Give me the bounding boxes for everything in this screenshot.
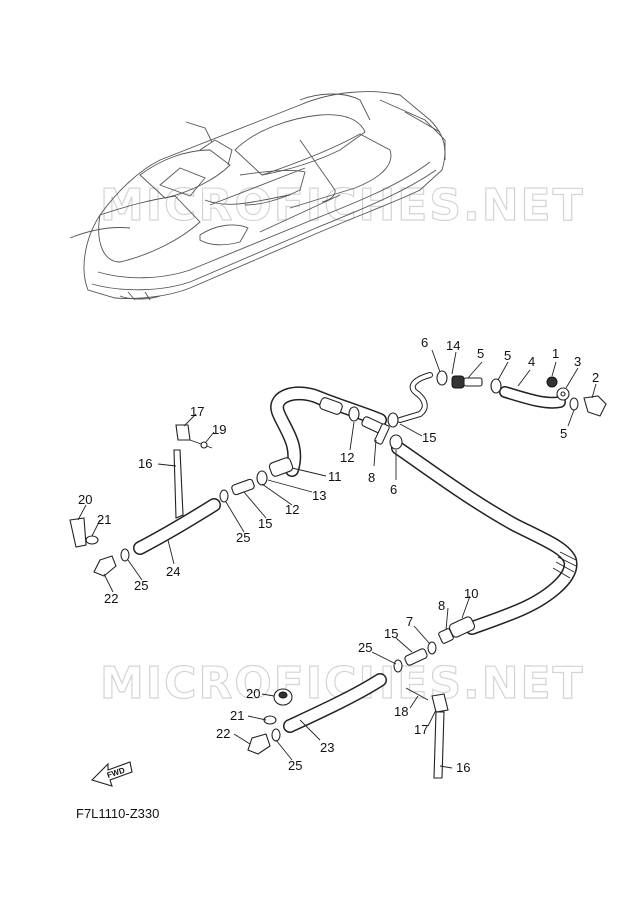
callout-4: 4 xyxy=(528,354,535,369)
callout-23: 23 xyxy=(320,740,334,755)
valve-6-body xyxy=(451,375,465,389)
clamp-13 xyxy=(256,470,268,486)
callout-5-right: 5 xyxy=(560,426,567,441)
elbow-22-lower xyxy=(247,733,271,755)
watermark-top: MICROFICHES.NET xyxy=(100,180,585,231)
cable-tie-16-upper xyxy=(173,449,184,519)
callout-25-left: 25 xyxy=(134,578,148,593)
fitting-2 xyxy=(583,395,607,417)
clamp-25-upper xyxy=(219,489,229,503)
clamp-25-bottom xyxy=(271,728,281,742)
callout-14-top: 14 xyxy=(446,338,460,353)
callout-13: 13 xyxy=(312,488,326,503)
clamp-25-left xyxy=(120,548,130,562)
callout-25-top: 25 xyxy=(236,530,250,545)
joint-15 xyxy=(231,478,255,496)
callout-10: 8 xyxy=(438,598,445,613)
callout-25-bottom: 25 xyxy=(288,758,302,773)
connector-10 xyxy=(438,628,454,644)
callout-11-top: 11 xyxy=(328,469,342,484)
hose-clamp-12 xyxy=(348,406,360,422)
callout-15-lower: 15 xyxy=(384,626,398,641)
valve-6-stem xyxy=(463,377,483,387)
cap-20-lower-top xyxy=(278,691,288,699)
watercraft-illustration xyxy=(69,91,446,301)
clamp-5 xyxy=(490,378,502,394)
clip-21 xyxy=(85,535,99,545)
cable-tie-16-lower xyxy=(433,711,445,779)
callout-17-lower: 17 xyxy=(414,722,428,737)
callout-9: 8 xyxy=(368,470,375,485)
callout-8-top: 6 xyxy=(390,482,397,497)
holder-17-lower xyxy=(431,693,449,713)
callout-3: 3 xyxy=(574,354,581,369)
callout-15-top: 15 xyxy=(258,516,272,531)
callout-17-top: 17 xyxy=(190,404,204,419)
callout-21-top: 21 xyxy=(97,512,111,527)
joint-9-stem xyxy=(374,423,390,445)
joint-15-lower xyxy=(404,648,428,666)
callout-22-top: 22 xyxy=(104,591,118,606)
callout-6: 5 xyxy=(477,346,484,361)
hose-end-11 xyxy=(268,457,294,477)
washer-3-hole xyxy=(560,391,566,397)
hose-end-fitting xyxy=(319,397,343,415)
callout-16-top: 16 xyxy=(138,456,152,471)
callout-12-mid: 12 xyxy=(285,502,299,517)
hose-clamp-8 xyxy=(389,434,403,450)
callout-21-lower: 21 xyxy=(230,708,244,723)
callout-2: 2 xyxy=(592,370,599,385)
callout-20-top: 20 xyxy=(78,492,92,507)
callout-22-lower: 22 xyxy=(216,726,230,741)
callout-14: 15 xyxy=(422,430,436,445)
callout-16-lower: 16 xyxy=(456,760,470,775)
leader-lines xyxy=(77,349,597,769)
callout-11-lower: 10 xyxy=(464,586,478,601)
clamp-14-top xyxy=(436,370,448,386)
nut-1 xyxy=(546,376,558,388)
plug-20 xyxy=(69,517,87,548)
callout-12-top: 12 xyxy=(340,450,354,465)
main-hose xyxy=(270,386,578,635)
callout-5-top: 5 xyxy=(504,348,511,363)
callout-20-lower: 20 xyxy=(246,686,260,701)
callout-8-lower: 7 xyxy=(406,614,413,629)
band-18 xyxy=(405,687,429,701)
holder-17-upper xyxy=(175,424,191,441)
callout-24: 24 xyxy=(166,564,180,579)
clamp-25-lower xyxy=(393,659,403,673)
callout-7: 6 xyxy=(421,335,428,350)
callout-19: 19 xyxy=(212,422,226,437)
callout-25-lower: 25 xyxy=(358,640,372,655)
band-19-clip xyxy=(200,441,208,449)
upper-thin-hose xyxy=(397,372,566,423)
callout-labels: 6 14 5 5 4 1 3 2 5 15 12 8 6 11 13 12 15… xyxy=(78,335,599,775)
fwd-arrow: FWD xyxy=(90,761,133,787)
clamp-5-right xyxy=(569,397,579,411)
hose-clamp-14 xyxy=(387,412,399,428)
callout-1: 1 xyxy=(552,346,559,361)
clamp-8-lower xyxy=(427,641,437,655)
elbow-22 xyxy=(93,555,117,577)
callout-18: 18 xyxy=(394,704,408,719)
diagram-code: F7L1110-Z330 xyxy=(76,806,159,821)
